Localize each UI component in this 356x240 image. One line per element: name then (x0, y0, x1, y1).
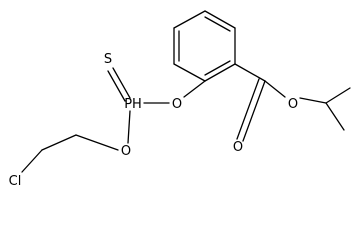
bond-o-ring (183, 80, 206, 98)
bond-p-s-2 (107, 70, 126, 102)
ring-bond-3 (204, 63, 236, 82)
ring-bond-1 (204, 10, 236, 29)
ring-inner-1 (204, 16, 231, 32)
bond-c-o-ester (264, 80, 286, 98)
bond-ch2-ch2 (41, 134, 77, 151)
atom-oxygen-isopropyl-ester: O (288, 97, 298, 112)
ring-inner-2 (204, 60, 231, 76)
bonds (21, 10, 351, 173)
bond-ring-carbonyl (234, 63, 266, 82)
bond-ch2-cl (21, 149, 43, 173)
atom-phosphorus: PH (124, 97, 142, 112)
bond-p-s-1 (112, 67, 131, 99)
atom-labels: S PH O O O O Cl (9, 52, 298, 185)
bond-ch-me-1 (325, 87, 351, 104)
ring-bond-6 (173, 10, 206, 29)
structure-diagram: S PH O O O O Cl (9, 10, 351, 185)
bond-o-ch (299, 97, 327, 104)
bond-p-o-alkyl (127, 110, 131, 144)
atom-oxygen-carbonyl: O (233, 140, 243, 155)
bond-ch-me-2 (325, 102, 345, 131)
atom-sulfur-thioxo: S (104, 52, 112, 67)
ring-bond-4 (173, 63, 206, 82)
bond-o-ch2 (75, 134, 119, 151)
bond-c-o-1 (242, 80, 266, 142)
atom-chlorine: Cl (9, 174, 22, 185)
atom-oxygen-aryl-ether: O (172, 97, 182, 112)
atom-oxygen-alkyl-ether: O (121, 144, 131, 159)
bond-c-o-2 (236, 78, 260, 140)
